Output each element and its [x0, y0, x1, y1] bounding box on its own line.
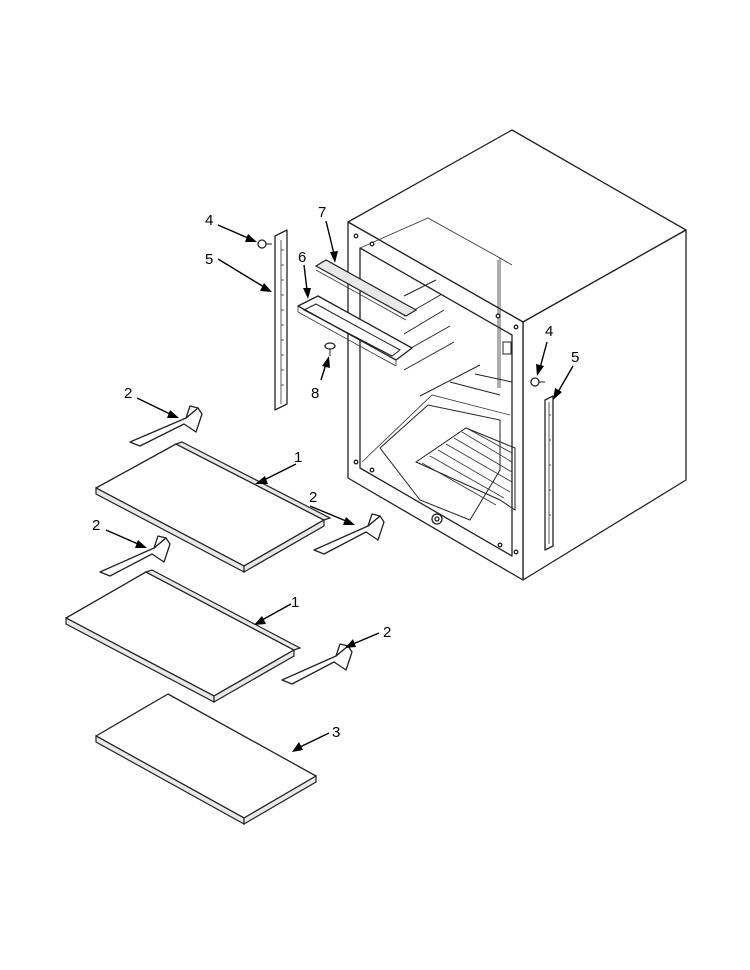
- callout-3: 3: [292, 724, 340, 752]
- callout-4-left: 4: [205, 212, 257, 242]
- callout-8: 8: [311, 356, 330, 402]
- part-4-screw-right: [530, 377, 545, 387]
- svg-text:3: 3: [332, 724, 340, 741]
- svg-text:1: 1: [294, 449, 302, 466]
- callout-1-b: 1: [254, 594, 299, 625]
- part-1-glass-shelf-lower: [65, 569, 302, 704]
- svg-text:5: 5: [205, 251, 213, 268]
- svg-text:5: 5: [571, 349, 579, 366]
- front-frame-screws: [353, 233, 519, 555]
- part-8-screw: [324, 342, 336, 356]
- part-2-bracket-b: [313, 513, 385, 555]
- svg-text:2: 2: [309, 489, 317, 506]
- svg-text:8: 8: [311, 385, 319, 402]
- part-3-crisper-cover: [95, 693, 317, 826]
- svg-text:4: 4: [545, 323, 553, 340]
- part-7-cover: [314, 259, 418, 321]
- callout-2-a: 2: [124, 385, 179, 418]
- svg-text:2: 2: [124, 385, 132, 402]
- floor-grille: [414, 427, 516, 511]
- callout-2-c: 2: [92, 517, 147, 548]
- part-2-bracket-a: [129, 405, 203, 447]
- part-5-rail-right: [544, 395, 554, 551]
- refrigerator-cabinet: [347, 129, 687, 581]
- part-2-bracket-c: [99, 535, 171, 577]
- part-2-bracket-d: [281, 643, 353, 685]
- part-1-glass-shelf-upper: [95, 441, 332, 574]
- callout-2-b: 2: [309, 489, 355, 525]
- svg-text:2: 2: [383, 624, 391, 641]
- svg-text:6: 6: [298, 249, 306, 266]
- callout-1-a: 1: [255, 449, 302, 484]
- part-5-rail-left: [274, 229, 288, 411]
- callout-5-right: 5: [553, 349, 579, 400]
- part-6-bracket: [297, 295, 413, 367]
- callout-5-left: 5: [205, 251, 272, 292]
- svg-text:4: 4: [205, 212, 213, 229]
- svg-text:7: 7: [318, 204, 326, 221]
- callout-7: 7: [318, 204, 338, 263]
- callout-2-d: 2: [345, 624, 391, 648]
- svg-text:2: 2: [92, 517, 100, 534]
- callout-4-right: 4: [536, 323, 553, 376]
- callout-6: 6: [298, 249, 311, 299]
- part-4-screw-left: [257, 239, 272, 249]
- svg-text:1: 1: [291, 594, 299, 611]
